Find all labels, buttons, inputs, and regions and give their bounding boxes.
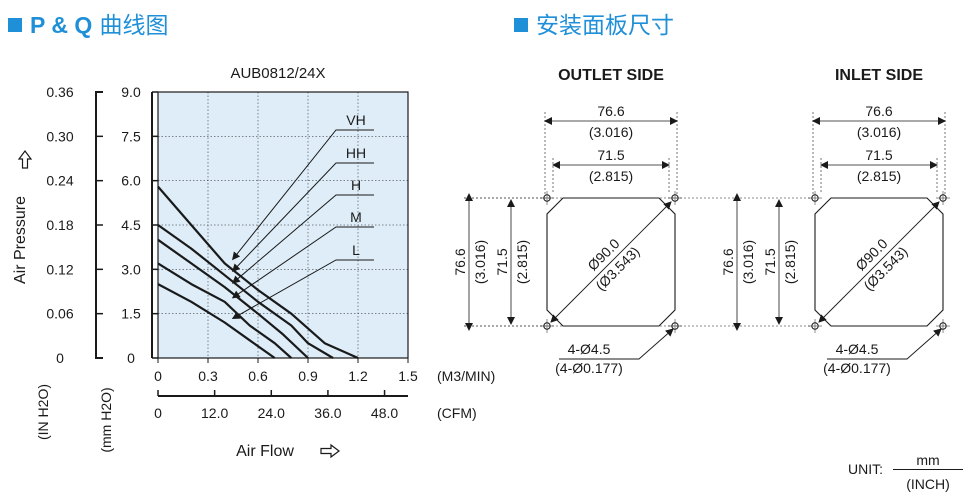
series-label-hh: HH (346, 145, 366, 161)
y-tick-label-mmh2o: 9.0 (121, 84, 141, 100)
series-leader-line (232, 129, 374, 261)
hole-leader-line (559, 328, 674, 360)
x-tick-label-cfm: 36.0 (314, 405, 341, 421)
curves (157, 185, 359, 360)
y-tick-label-mmh2o: 7.5 (121, 128, 141, 144)
dim-outer-inch-v: (3.016) (740, 240, 756, 284)
dim-inner-inch-v: (2.815) (782, 240, 798, 284)
y-axis-inh2o (95, 91, 103, 359)
holes-mm: 4-Ø4.5 (836, 341, 879, 357)
y-tick-label-inh2o: 0.24 (46, 173, 73, 189)
holes-inch: (4-Ø0.177) (823, 360, 891, 376)
x-unit-cfm: (CFM) (437, 405, 477, 421)
x-tick-label-m3: 0.6 (248, 368, 268, 384)
dim-outer-mm-v: 76.6 (720, 248, 736, 275)
diameter-line (818, 201, 940, 323)
series-label-l: L (352, 242, 360, 258)
x-tick-label-cfm: 24.0 (258, 405, 285, 421)
y-tick-label-mmh2o: 4.5 (121, 217, 141, 233)
y-unit-inh2o: (IN H2O) (35, 384, 51, 440)
dim-outer-mm-v: 76.6 (452, 248, 468, 275)
outlet-side-panel: OUTLET SIDE76.6(3.016)71.5(2.815)76.6(3.… (452, 67, 682, 376)
series-leader-line (231, 259, 374, 320)
pq-heading: P & Q 曲线图 (8, 6, 169, 40)
y-tick-label-mmh2o: 0 (127, 350, 135, 366)
y-tick-label-inh2o: 0.06 (46, 306, 73, 322)
x-tick-label-m3: 0 (154, 368, 162, 384)
series-label-m: M (350, 209, 362, 225)
y-ticks-mmh2o: 0 1.5 3.0 4.5 6.0 7.5 9.0 (121, 84, 158, 366)
y-tick-label-mmh2o: 6.0 (121, 173, 141, 189)
series-label-h: H (351, 177, 361, 193)
pq-heading-mark: P & Q (30, 12, 93, 38)
dim-inner-mm: 71.5 (597, 147, 624, 163)
dim-outer-mm: 76.6 (597, 103, 624, 119)
y-unit-mmh2o: (mm H2O) (98, 387, 114, 452)
up-arrow-icon (17, 150, 33, 169)
series-label-vh: VH (346, 112, 365, 128)
inlet-side-panel: INLET SIDE76.6(3.016)71.5(2.815)76.6(3.0… (464, 67, 950, 376)
y-axis-label: Air Pressure (12, 196, 29, 284)
dim-outer-inch: (3.016) (857, 124, 901, 140)
series-hh-line (157, 224, 334, 359)
panel-title: INLET SIDE (835, 67, 923, 84)
y-tick-label-mmh2o: 3.0 (121, 261, 141, 277)
dim-inner-inch: (2.815) (589, 168, 633, 184)
x-tick-label-cfm: 12.0 (201, 405, 228, 421)
dim-outer-mm: 76.6 (865, 103, 892, 119)
diameter-line (550, 201, 672, 323)
unit-label: UNIT: (848, 461, 883, 477)
y-tick-label-inh2o: 0.12 (46, 261, 73, 277)
x-tick-label-m3: 1.5 (398, 368, 418, 384)
dim-inner-mm: 71.5 (865, 147, 892, 163)
mounting-heading: 安装面板尺寸 (514, 6, 674, 40)
hole-leader-line (827, 328, 942, 360)
series-leader-line (231, 194, 374, 284)
series-leader-line (231, 226, 374, 299)
y-ticks-inh2o: 0 0.06 0.12 0.18 0.24 0.30 0.36 (46, 84, 103, 366)
x-tick-label-cfm: 0 (154, 405, 162, 421)
series-h-line (157, 238, 309, 359)
y-tick-label-inh2o: 0.30 (46, 128, 73, 144)
x-tick-label-m3: 0.9 (298, 368, 318, 384)
dim-inner-mm-v: 71.5 (494, 248, 510, 275)
y-tick-label-inh2o: 0 (56, 350, 64, 366)
dim-inner-inch: (2.815) (857, 168, 901, 184)
dim-inner-mm-v: 71.5 (762, 248, 778, 275)
holes-inch: (4-Ø0.177) (555, 360, 623, 376)
y-tick-label-inh2o: 0.18 (46, 217, 73, 233)
plot-area (157, 91, 409, 359)
x-unit-m3: (M3/MIN) (437, 368, 495, 384)
unit-inch: (INCH) (906, 476, 950, 492)
unit-mm: mm (893, 452, 963, 470)
x-tick-label-m3: 0.3 (198, 368, 218, 384)
square-bullet-icon (8, 17, 22, 32)
x-ticks-m3: 0 0.3 0.6 0.9 1.2 1.5 (154, 358, 418, 384)
x-axis-label: Air Flow (236, 443, 294, 460)
y-tick-label-mmh2o: 1.5 (121, 306, 141, 322)
holes-mm: 4-Ø4.5 (568, 341, 611, 357)
dim-inner-inch-v: (2.815) (514, 240, 530, 284)
series-vh-line (157, 185, 359, 360)
series-l-line (157, 283, 276, 359)
x-tick-label-m3: 1.2 (348, 368, 368, 384)
square-bullet-icon (514, 17, 528, 32)
x-tick-label-cfm: 48.0 (371, 405, 398, 421)
right-arrow-icon (320, 443, 340, 459)
panel-title: OUTLET SIDE (558, 67, 664, 84)
pq-heading-text: 曲线图 (99, 13, 169, 39)
mounting-heading-text: 安装面板尺寸 (536, 13, 674, 39)
dim-outer-inch: (3.016) (589, 124, 633, 140)
chart-title: AUB0812/24X (230, 65, 325, 82)
series-leader-line (231, 162, 374, 272)
x-ticks-cfm: 0 12.0 24.0 36.0 48.0 (154, 390, 398, 421)
y-tick-label-inh2o: 0.36 (46, 84, 73, 100)
dim-outer-inch-v: (3.016) (472, 240, 488, 284)
